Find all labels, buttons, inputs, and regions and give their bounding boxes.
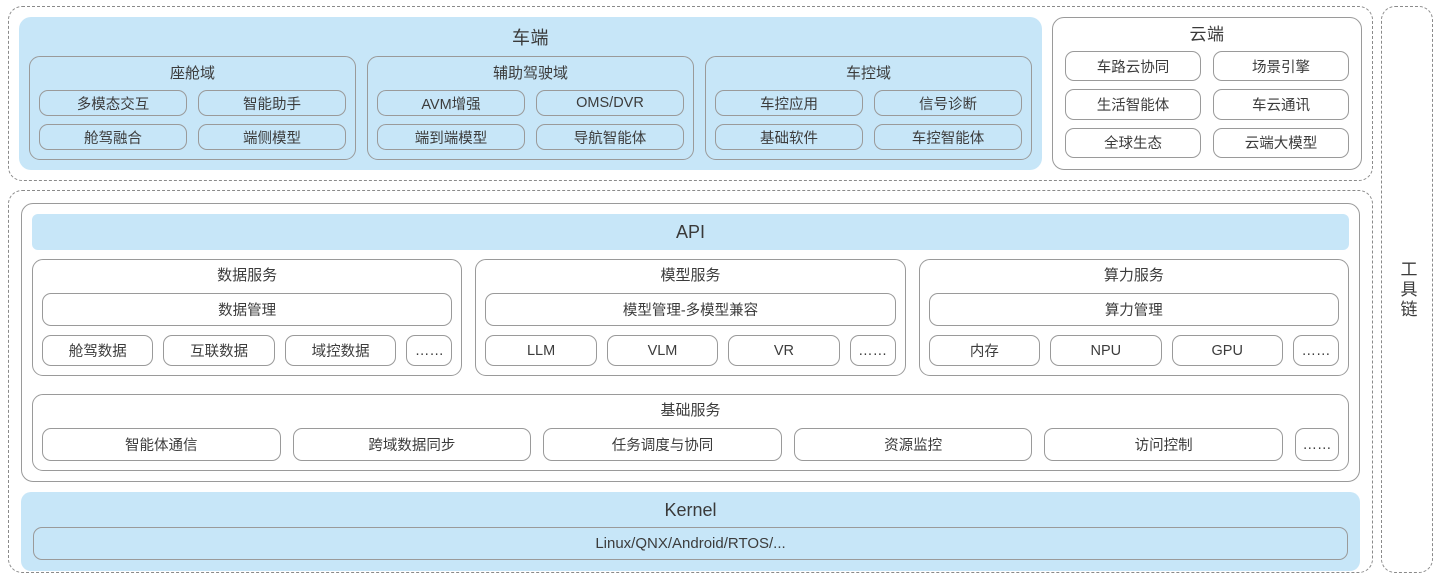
chip-vehicle-cloud-comm[interactable]: 车云通讯	[1213, 89, 1349, 120]
chip-basic-software[interactable]: 基础软件	[715, 124, 863, 151]
service-items-model: LLM VLM VR ……	[485, 335, 896, 367]
cloud-items: 车路云协同 场景引擎 生活智能体 车云通讯 全球生态 云端大模型	[1065, 51, 1349, 159]
service-card-data[interactable]: 数据服务 数据管理 舱驾数据 互联数据 域控数据 ……	[32, 259, 463, 377]
service-card-compute[interactable]: 算力服务 算力管理 内存 NPU GPU ……	[918, 259, 1349, 377]
kernel-panel: Kernel Linux/QNX/Android/RTOS/...	[21, 492, 1360, 572]
service-card-model[interactable]: 模型服务 模型管理-多模型兼容 LLM VLM VR ……	[475, 259, 906, 377]
edge-cloud-section: 车端 座舱域 多模态交互 智能助手 舱驾融合 端侧模型 辅助驾驶域	[8, 6, 1373, 182]
chip-compute-more[interactable]: ……	[1292, 335, 1339, 367]
base-service-card[interactable]: 基础服务 智能体通信 跨域数据同步 任务调度与协同 资源监控 访问控制 ……	[32, 394, 1349, 472]
domain-card-vehicle-control[interactable]: 车控域 车控应用 信号诊断 基础软件 车控智能体	[705, 56, 1032, 161]
chip-vlm[interactable]: VLM	[606, 335, 719, 367]
chip-domain-control-data[interactable]: 域控数据	[284, 335, 397, 367]
chip-cabin-driving-fusion[interactable]: 舱驾融合	[39, 124, 187, 151]
chip-memory[interactable]: 内存	[928, 335, 1041, 367]
chip-vehicle-road-cloud[interactable]: 车路云协同	[1065, 51, 1201, 82]
chip-cross-domain-sync[interactable]: 跨域数据同步	[292, 428, 532, 462]
chip-llm[interactable]: LLM	[485, 335, 597, 367]
chip-life-agent[interactable]: 生活智能体	[1065, 89, 1201, 120]
kernel-title: Kernel	[664, 500, 717, 521]
base-service-items: 智能体通信 跨域数据同步 任务调度与协同 资源监控 访问控制 ……	[42, 428, 1339, 462]
chip-access-control[interactable]: 访问控制	[1044, 428, 1283, 462]
chip-vr[interactable]: VR	[728, 335, 840, 367]
chip-data-more[interactable]: ……	[406, 335, 453, 367]
domain-title-vehicle-control: 车控域	[845, 65, 891, 82]
chip-base-service-more[interactable]: ……	[1294, 428, 1339, 462]
chip-task-scheduling[interactable]: 任务调度与协同	[543, 428, 782, 462]
domain-items-vehicle-control: 车控应用 信号诊断 基础软件 车控智能体	[715, 90, 1022, 151]
domain-card-cabin[interactable]: 座舱域 多模态交互 智能助手 舱驾融合 端侧模型	[29, 56, 356, 161]
chip-scenario-engine[interactable]: 场景引擎	[1213, 51, 1349, 82]
chip-agent-communication[interactable]: 智能体通信	[42, 428, 281, 462]
chip-edge-model[interactable]: 端侧模型	[198, 124, 346, 151]
toolchain-label: 工具链	[1397, 259, 1417, 320]
cloud-panel: 云端 车路云协同 场景引擎 生活智能体 车云通讯 全球生态 云端大模型	[1052, 17, 1362, 171]
service-items-data: 舱驾数据 互联数据 域控数据 ……	[42, 335, 453, 367]
chip-avm-enhancement[interactable]: AVM增强	[377, 90, 525, 117]
chip-oms-dvr[interactable]: OMS/DVR	[536, 90, 684, 117]
cloud-panel-title: 云端	[1189, 25, 1225, 44]
service-management-compute[interactable]: 算力管理	[928, 293, 1339, 327]
service-title-data: 数据服务	[217, 267, 278, 285]
domain-card-adas[interactable]: 辅助驾驶域 AVM增强 OMS/DVR 端到端模型 导航智能体	[367, 56, 694, 161]
service-items-compute: 内存 NPU GPU ……	[928, 335, 1339, 367]
domain-title-cabin: 座舱域	[169, 65, 215, 82]
chip-navigation-agent[interactable]: 导航智能体	[536, 124, 684, 151]
chip-connected-data[interactable]: 互联数据	[163, 335, 275, 367]
base-service-title: 基础服务	[660, 402, 721, 420]
chip-npu[interactable]: NPU	[1050, 335, 1162, 367]
chip-signal-diagnosis[interactable]: 信号诊断	[874, 90, 1022, 117]
vehicle-panel-title: 车端	[512, 28, 549, 48]
chip-end-to-end-model[interactable]: 端到端模型	[377, 124, 525, 151]
service-management-data[interactable]: 数据管理	[42, 293, 453, 327]
service-title-compute: 算力服务	[1103, 267, 1164, 285]
platform-inner-card: API 数据服务 数据管理 舱驾数据 互联数据 域控数据 …… 模型服务	[21, 203, 1360, 483]
chip-gpu[interactable]: GPU	[1171, 335, 1283, 367]
main-column: 车端 座舱域 多模态交互 智能助手 舱驾融合 端侧模型 辅助驾驶域	[8, 6, 1373, 573]
kernel-os-list[interactable]: Linux/QNX/Android/RTOS/...	[33, 527, 1348, 561]
chip-model-more[interactable]: ……	[849, 335, 896, 367]
service-management-model[interactable]: 模型管理-多模型兼容	[485, 293, 896, 327]
service-row: 数据服务 数据管理 舱驾数据 互联数据 域控数据 …… 模型服务 模型管理-多模…	[32, 259, 1349, 377]
vehicle-panel: 车端 座舱域 多模态交互 智能助手 舱驾融合 端侧模型 辅助驾驶域	[19, 17, 1042, 171]
platform-section: API 数据服务 数据管理 舱驾数据 互联数据 域控数据 …… 模型服务	[8, 190, 1373, 573]
chip-global-ecosystem[interactable]: 全球生态	[1065, 127, 1201, 159]
domain-items-adas: AVM增强 OMS/DVR 端到端模型 导航智能体	[377, 90, 684, 151]
chip-cloud-large-model[interactable]: 云端大模型	[1213, 127, 1349, 159]
toolchain-panel[interactable]: 工具链	[1381, 6, 1433, 573]
chip-smart-assistant[interactable]: 智能助手	[198, 90, 346, 117]
chip-cabin-driving-data[interactable]: 舱驾数据	[42, 335, 154, 367]
chip-vehicle-control-agent[interactable]: 车控智能体	[874, 124, 1022, 151]
domain-items-cabin: 多模态交互 智能助手 舱驾融合 端侧模型	[39, 90, 346, 151]
api-bar[interactable]: API	[32, 214, 1349, 251]
domain-title-adas: 辅助驾驶域	[492, 65, 568, 82]
chip-multimodal-interaction[interactable]: 多模态交互	[39, 90, 187, 117]
service-title-model: 模型服务	[660, 267, 721, 285]
chip-vehicle-control-app[interactable]: 车控应用	[715, 90, 863, 117]
vehicle-domain-row: 座舱域 多模态交互 智能助手 舱驾融合 端侧模型 辅助驾驶域 AVM增强 OMS…	[29, 56, 1032, 161]
chip-resource-monitoring[interactable]: 资源监控	[793, 428, 1033, 462]
